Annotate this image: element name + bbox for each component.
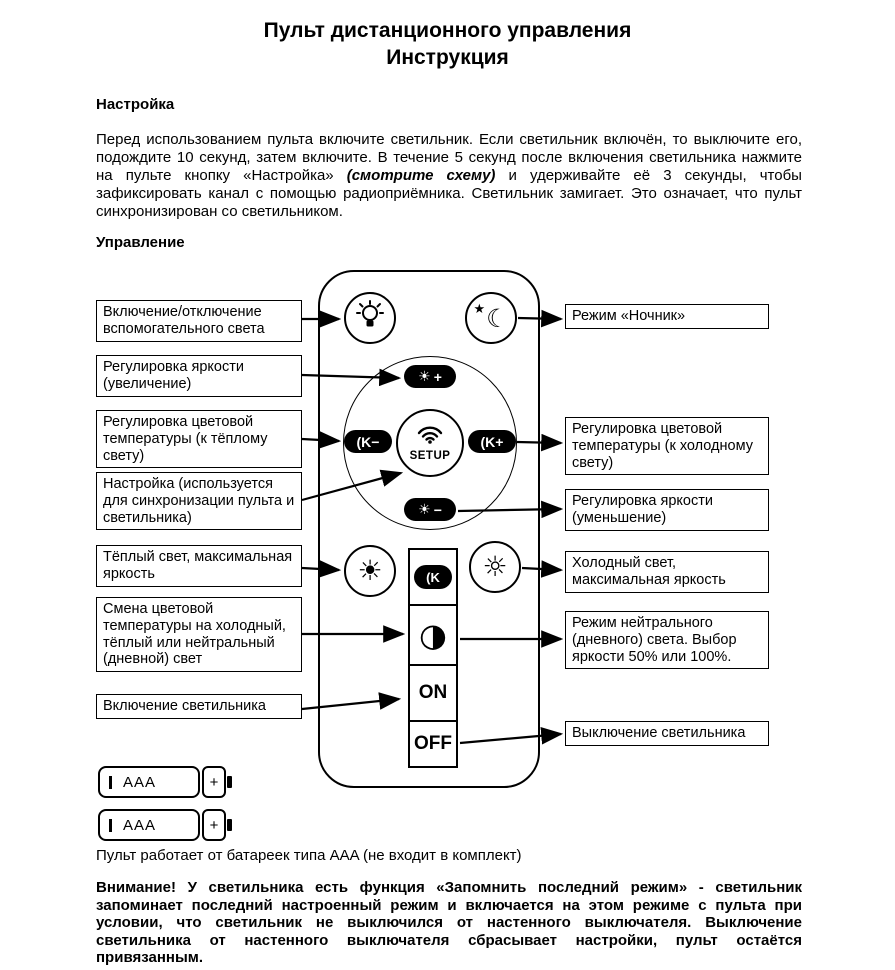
connector-arrows xyxy=(301,309,564,745)
setup-button: SETUP xyxy=(396,409,464,477)
bulb-icon xyxy=(353,299,387,338)
control-dial-circle xyxy=(343,356,517,530)
temp-warm-button: (K− xyxy=(344,430,392,453)
battery-body: AAA xyxy=(98,766,200,798)
callout-aux-light: Включение/отключение вспомогательного св… xyxy=(96,300,302,342)
callout-cool-max: Холодный свет, максимальная яркость xyxy=(565,551,769,593)
night-mode-icon: ★☾ xyxy=(473,301,509,333)
night-mode-button: ★☾ xyxy=(465,292,517,344)
battery-label: AAA xyxy=(123,816,157,834)
minus-sign: − xyxy=(433,501,442,518)
aux-light-button xyxy=(344,292,396,344)
callout-temp-cool: Регулировка цветовой температуры (к холо… xyxy=(565,417,769,476)
callout-temp-warm: Регулировка цветовой температуры (к тёпл… xyxy=(96,410,302,469)
battery-aaa-1: AAA + xyxy=(98,766,232,798)
remote-body xyxy=(318,270,540,788)
page-title: Пульт дистанционного управления Инструкц… xyxy=(0,18,895,72)
warning-paragraph: Внимание! У светильника есть функция «За… xyxy=(96,879,802,967)
battery-body: AAA xyxy=(98,809,200,841)
setup-paragraph: Перед использованием пульта включите све… xyxy=(96,131,802,221)
cool-max-button: ☼ xyxy=(469,541,521,593)
remote-diagram: ★☾ ☀+ (K− SETUP (K+ ☀− xyxy=(0,262,895,792)
contrast-icon: ◑ xyxy=(419,616,447,654)
temp-cool-button: (K+ xyxy=(468,430,516,453)
battery-minus-terminal xyxy=(109,818,112,832)
control-heading: Управление xyxy=(96,234,185,251)
setup-paragraph-text: Перед использованием пульта включите све… xyxy=(96,131,802,184)
callout-brightness-down: Регулировка яркости (уменьшение) xyxy=(565,489,769,531)
off-button-label: OFF xyxy=(414,733,452,754)
on-button: ON xyxy=(408,664,458,722)
setup-heading: Настройка xyxy=(96,96,175,113)
setup-paragraph-text-2: и удерживайте её 3 секунды, чтобы зафикс… xyxy=(96,167,802,220)
sun-icon: ☀ xyxy=(418,501,431,518)
battery-aaa-2: AAA + xyxy=(98,809,232,841)
battery-note: Пульт работает от батареек типа AAA (не … xyxy=(96,847,522,864)
wifi-icon xyxy=(415,424,445,449)
page-title-line2: Инструкция xyxy=(386,45,509,69)
sun-filled-icon: ☀ xyxy=(357,554,383,587)
callout-lamp-on: Включение светильника xyxy=(96,694,302,719)
battery-plus-terminal: + xyxy=(202,766,226,798)
temp-toggle-button: (K xyxy=(408,548,458,606)
battery-plus-terminal: + xyxy=(202,809,226,841)
callout-brightness-up: Регулировка яркости (увеличение) xyxy=(96,355,302,397)
off-button: OFF xyxy=(408,720,458,768)
temp-toggle-label: (K xyxy=(414,565,452,589)
page-title-line1: Пульт дистанционного управления xyxy=(263,19,632,42)
on-button-label: ON xyxy=(418,682,448,703)
callout-night-mode: Режим «Ночник» xyxy=(565,304,769,329)
callout-neutral-mode: Режим нейтрального (дневного) света. Выб… xyxy=(565,611,769,670)
star-icon: ★ xyxy=(473,301,486,317)
warm-max-button: ☀ xyxy=(344,545,396,597)
callout-warm-max: Тёплый свет, максимальная яркость xyxy=(96,545,302,587)
moon-icon: ☾ xyxy=(486,303,509,333)
callout-temp-cycle: Смена цветовой температуры на холодный, … xyxy=(96,597,302,673)
battery-nub xyxy=(227,819,232,831)
plus-sign: + xyxy=(433,368,442,385)
callout-lamp-off: Выключение светильника xyxy=(565,721,769,746)
setup-button-label: SETUP xyxy=(409,450,451,462)
sun-outline-icon: ☼ xyxy=(482,550,508,583)
brightness-up-button: ☀+ xyxy=(404,365,456,388)
callout-setup: Настройка (используется для синхронизаци… xyxy=(96,472,302,531)
brightness-down-button: ☀− xyxy=(404,498,456,521)
sun-icon: ☀ xyxy=(418,368,431,385)
neutral-mode-button: ◑ xyxy=(408,604,458,666)
battery-nub xyxy=(227,776,232,788)
setup-paragraph-emphasis: (смотрите схему) xyxy=(346,167,496,184)
battery-label: AAA xyxy=(123,773,157,791)
battery-minus-terminal xyxy=(109,775,112,789)
